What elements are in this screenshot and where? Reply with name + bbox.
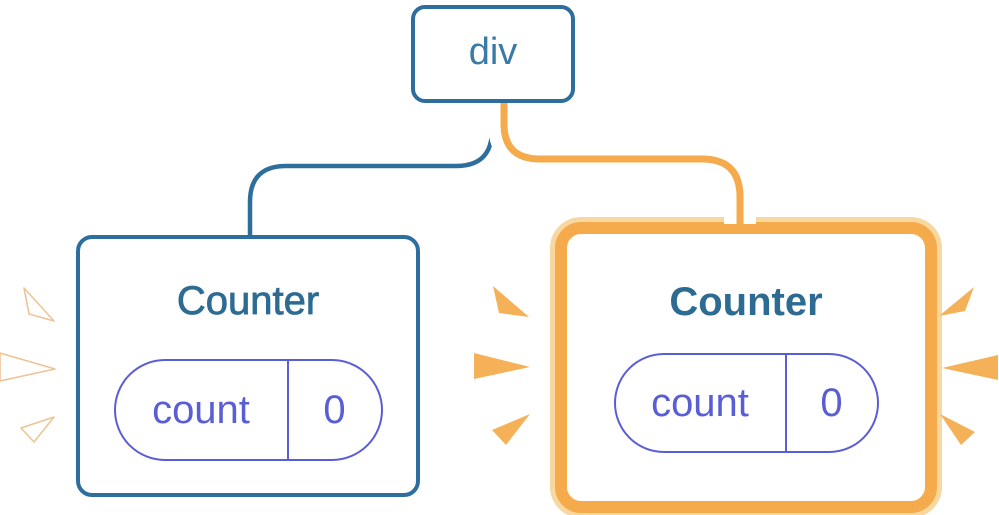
spark-icon bbox=[939, 287, 974, 316]
edge-root-to-right-counter bbox=[500, 103, 744, 232]
spark-icon bbox=[23, 287, 55, 322]
counter-title: Counter bbox=[176, 279, 320, 323]
state-key: count bbox=[152, 387, 250, 432]
spark-icon bbox=[0, 352, 56, 382]
spark-icon bbox=[20, 416, 55, 443]
spark-icon bbox=[493, 286, 529, 317]
left-counter-sparks bbox=[0, 287, 56, 443]
spark-icon bbox=[942, 355, 998, 380]
edge-root-to-left-counter bbox=[247, 103, 495, 238]
state-key: count bbox=[651, 380, 749, 425]
spark-icon bbox=[474, 353, 530, 379]
root-node-card: div bbox=[411, 5, 575, 103]
state-pill: count 0 bbox=[113, 359, 383, 461]
spark-icon bbox=[492, 414, 530, 445]
counter-card-right: Counter count 0 bbox=[555, 222, 937, 513]
state-pill: count 0 bbox=[613, 353, 879, 453]
root-node-label: div bbox=[468, 31, 518, 73]
counter-card-left: Counter count 0 bbox=[76, 235, 420, 497]
state-value: 0 bbox=[286, 361, 381, 459]
spark-icon bbox=[940, 414, 975, 445]
state-value: 0 bbox=[784, 355, 877, 451]
counter-title: Counter bbox=[669, 280, 823, 324]
edge-root-to-right-counter-halo bbox=[488, 103, 756, 224]
